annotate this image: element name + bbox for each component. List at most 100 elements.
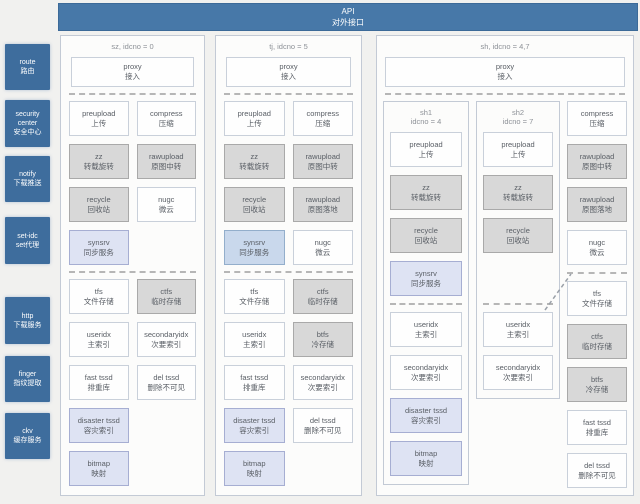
node-label-zh: 转载旋转 [503, 192, 533, 202]
node-label-en: zz [514, 182, 522, 192]
sidebar-item-finger: finger 指纹提取 [5, 356, 50, 402]
node-label-zh: 原图中转 [307, 161, 338, 171]
node-label-zh: 压缩 [158, 118, 174, 128]
node-label-en: secondaryidx [495, 362, 541, 372]
node-label-en: nugc [158, 194, 175, 204]
node-label-zh: 同步服务 [83, 247, 114, 257]
node-label-en: preupload [409, 139, 443, 149]
api-header-title-en: API [341, 7, 355, 16]
node-label-en: rawupload [305, 151, 341, 161]
node-label-zh: 转载旋转 [411, 192, 441, 202]
node-label-zh: 映射 [246, 468, 262, 478]
node-label-zh: 次要索引 [151, 339, 182, 349]
node-label-zh: 原图中转 [151, 161, 182, 171]
node-label-en: fast tssd [84, 372, 113, 382]
node-label-zh: 同步服务 [411, 278, 441, 288]
node-label-zh: 转载旋转 [239, 161, 270, 171]
node-proxy: proxy 接入 [385, 57, 625, 87]
node-label-en: bitmap [87, 458, 110, 468]
node-label-en: proxy [495, 62, 515, 71]
diagonal-connector-line [544, 273, 572, 311]
api-header-bar: API 对外接口 [58, 3, 638, 31]
node-label-zh: 上传 [246, 118, 262, 128]
node-label-en: btfs [590, 374, 604, 384]
node-label-en: ctfs [591, 331, 603, 341]
node-label-zh: 接入 [125, 72, 140, 81]
sidebar-item-route: route 路由 [5, 44, 50, 90]
node-label-en: nugc [314, 237, 331, 247]
node-label-zh: 原图落地 [582, 204, 612, 214]
sidebar-item-ckv: ckv 缓存服务 [5, 413, 50, 459]
node-label-en: disaster tssd [77, 415, 120, 425]
panel-title-tj: tj, idcno = 5 [269, 42, 308, 51]
node-label-zh: 接入 [281, 72, 296, 81]
subpanel-title-idc: idcno = 7 [502, 117, 534, 126]
node-label-zh: 主索引 [87, 339, 111, 349]
node-label-en: secondaryidx [144, 329, 189, 339]
node-label-en: tfs [94, 286, 103, 296]
node-label-zh: 原图落地 [307, 204, 338, 214]
sidebar-label-en: security center [15, 111, 40, 127]
node-label-zh: 文件存储 [239, 296, 270, 306]
node-label-zh: 回收站 [414, 235, 438, 245]
node-label-zh: 容灾索引 [411, 415, 441, 425]
subpanel-title-en: sh1 [419, 108, 433, 117]
node-label-en: preupload [501, 139, 535, 149]
node-label-zh: 临时存储 [151, 296, 182, 306]
node-label-zh: 微云 [158, 204, 174, 214]
subpanel-title: sh1 idcno = 4 [390, 108, 462, 126]
node-label-en: rawupload [579, 194, 615, 204]
dashed-separator [483, 303, 553, 305]
node-label-en: useridx [505, 319, 531, 329]
subpanel-title-en: sh2 [511, 108, 525, 117]
node-label-en: rawupload [305, 194, 341, 204]
node-label-en: disaster tssd [233, 415, 276, 425]
node-label-zh: 主索引 [243, 339, 266, 349]
node-label-zh: 回收站 [506, 235, 530, 245]
dashed-separator [69, 271, 196, 273]
node-label-zh: 主索引 [414, 329, 438, 339]
node-label-en: useridx [413, 319, 439, 329]
node-label-en: proxy [123, 62, 142, 71]
node-label-zh: 主索引 [506, 329, 530, 339]
node-label-en: preupload [237, 108, 271, 118]
node-label-en: secondaryidx [403, 362, 449, 372]
node-label-en: fast tssd [240, 372, 269, 382]
node-label-zh: 临时存储 [307, 296, 338, 306]
node-label-zh: 删除不可见 [578, 470, 616, 480]
sidebar-label-en: set-idc [17, 232, 38, 240]
node-label-zh: 文件存储 [83, 296, 114, 306]
node-label-zh: 原图中转 [582, 161, 612, 171]
node-label-zh: 上传 [91, 118, 107, 128]
sidebar-label-zh: 缓存服务 [13, 437, 42, 444]
